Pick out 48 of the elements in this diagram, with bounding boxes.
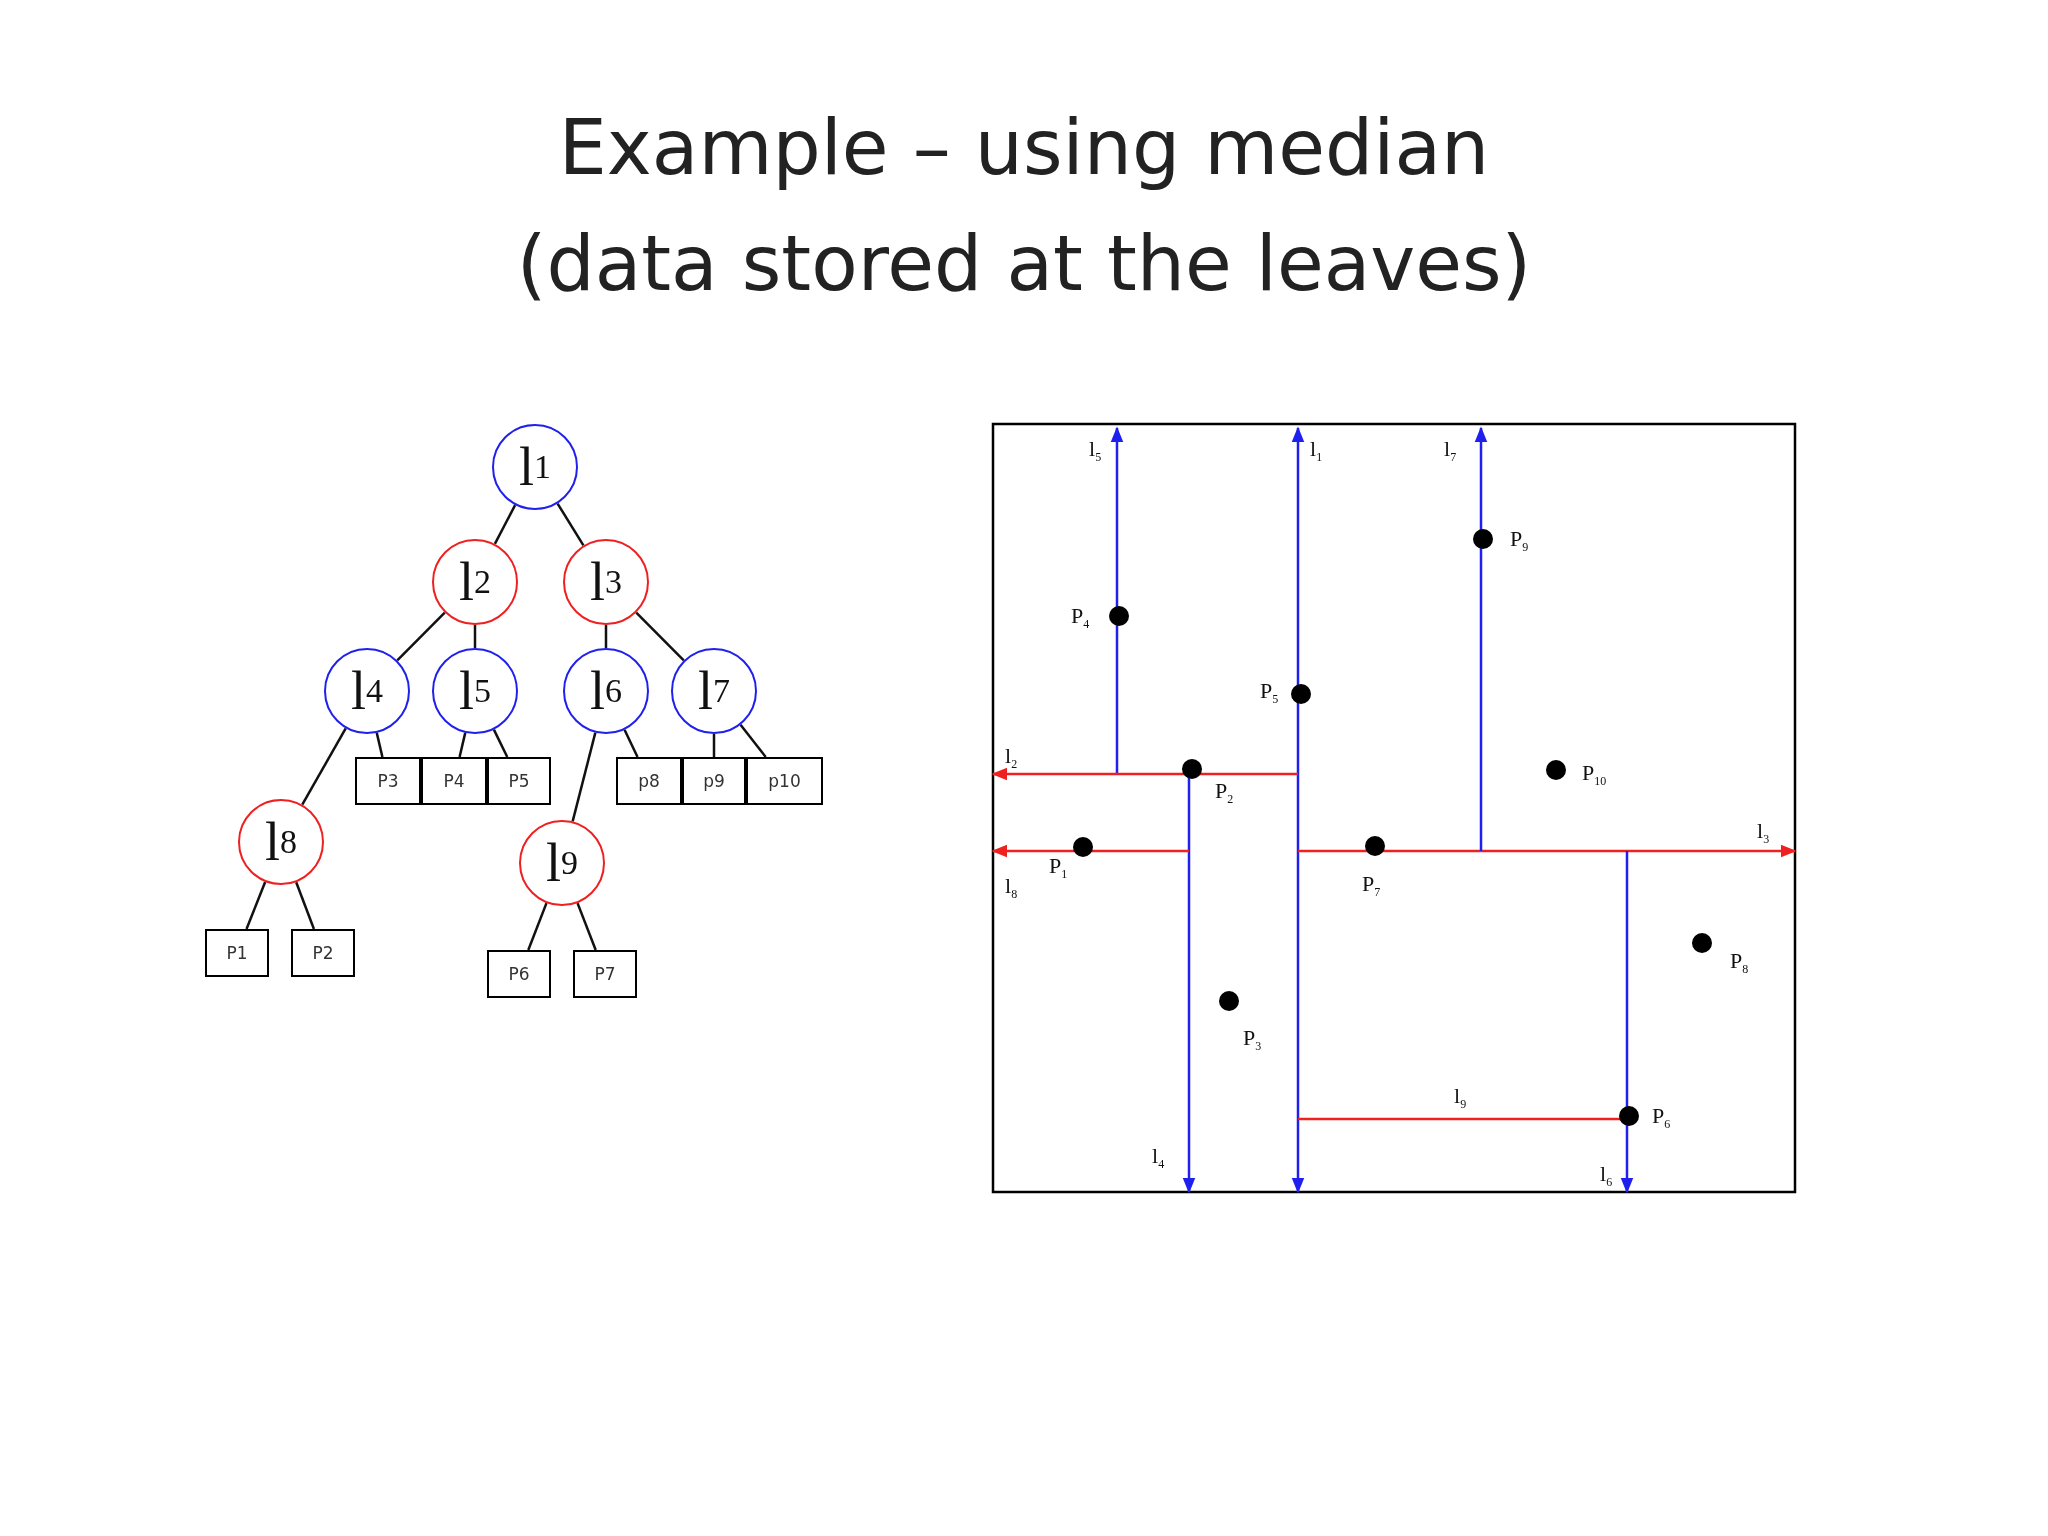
point-label: P$_{5}$	[1260, 680, 1279, 706]
leaf-box: P1	[205, 929, 269, 977]
tree-edge	[301, 727, 347, 806]
point-label: P$_{7}$	[1362, 873, 1381, 899]
line-label: l$_{7}$	[1444, 438, 1457, 464]
tree-edge	[473, 625, 477, 648]
slide-title: Example – using median (data stored at the leaves)	[515, 102, 1533, 310]
line-label: l$_{4}$	[1152, 1145, 1165, 1171]
tree-edge	[245, 881, 267, 930]
leaf-box: P7	[573, 950, 637, 998]
leaf-box: P5	[487, 757, 551, 805]
tree-edge	[375, 732, 384, 758]
leaf-box: p10	[746, 757, 823, 805]
tree-edge	[739, 724, 767, 758]
tree-edge	[493, 504, 517, 545]
tree-edge	[396, 611, 446, 662]
point-label: P$_{9}$	[1510, 528, 1529, 554]
point-label: P$_{1}$	[1049, 855, 1068, 881]
line-label: l$_{2}$	[1005, 745, 1018, 771]
line-label: l$_{1}$	[1310, 438, 1323, 464]
leaf-box: P4	[421, 757, 487, 805]
tree-edge	[556, 502, 585, 547]
tree-edge	[623, 729, 639, 758]
line-label: l$_{6}$	[1600, 1163, 1613, 1189]
point-label: P$_{10}$	[1582, 762, 1607, 788]
leaf-box: p9	[682, 757, 746, 805]
point-label: P$_{2}$	[1215, 780, 1234, 806]
line-label: l$_{5}$	[1089, 438, 1102, 464]
point-label: P$_{4}$	[1071, 605, 1090, 631]
line-label: l$_{9}$	[1454, 1085, 1467, 1111]
point-label: P$_{3}$	[1243, 1027, 1262, 1053]
leaf-box: P2	[291, 929, 355, 977]
tree-edge	[712, 734, 716, 757]
tree-edge	[635, 611, 685, 662]
tree-edge	[576, 902, 597, 951]
point-label: P$_{6}$	[1652, 1105, 1671, 1131]
tree-edge	[527, 902, 548, 951]
line-label: l$_{3}$	[1757, 820, 1770, 846]
tree-edge	[295, 881, 316, 930]
point-label: P$_{8}$	[1730, 950, 1749, 976]
leaf-box: P3	[355, 757, 421, 805]
tree-edge	[571, 732, 597, 822]
tree-edge	[492, 729, 509, 758]
leaf-box: P6	[487, 950, 551, 998]
tree-edge	[458, 732, 467, 758]
tree-edge	[604, 625, 608, 648]
leaf-box: p8	[616, 757, 682, 805]
line-label: l$_{8}$	[1005, 875, 1018, 901]
